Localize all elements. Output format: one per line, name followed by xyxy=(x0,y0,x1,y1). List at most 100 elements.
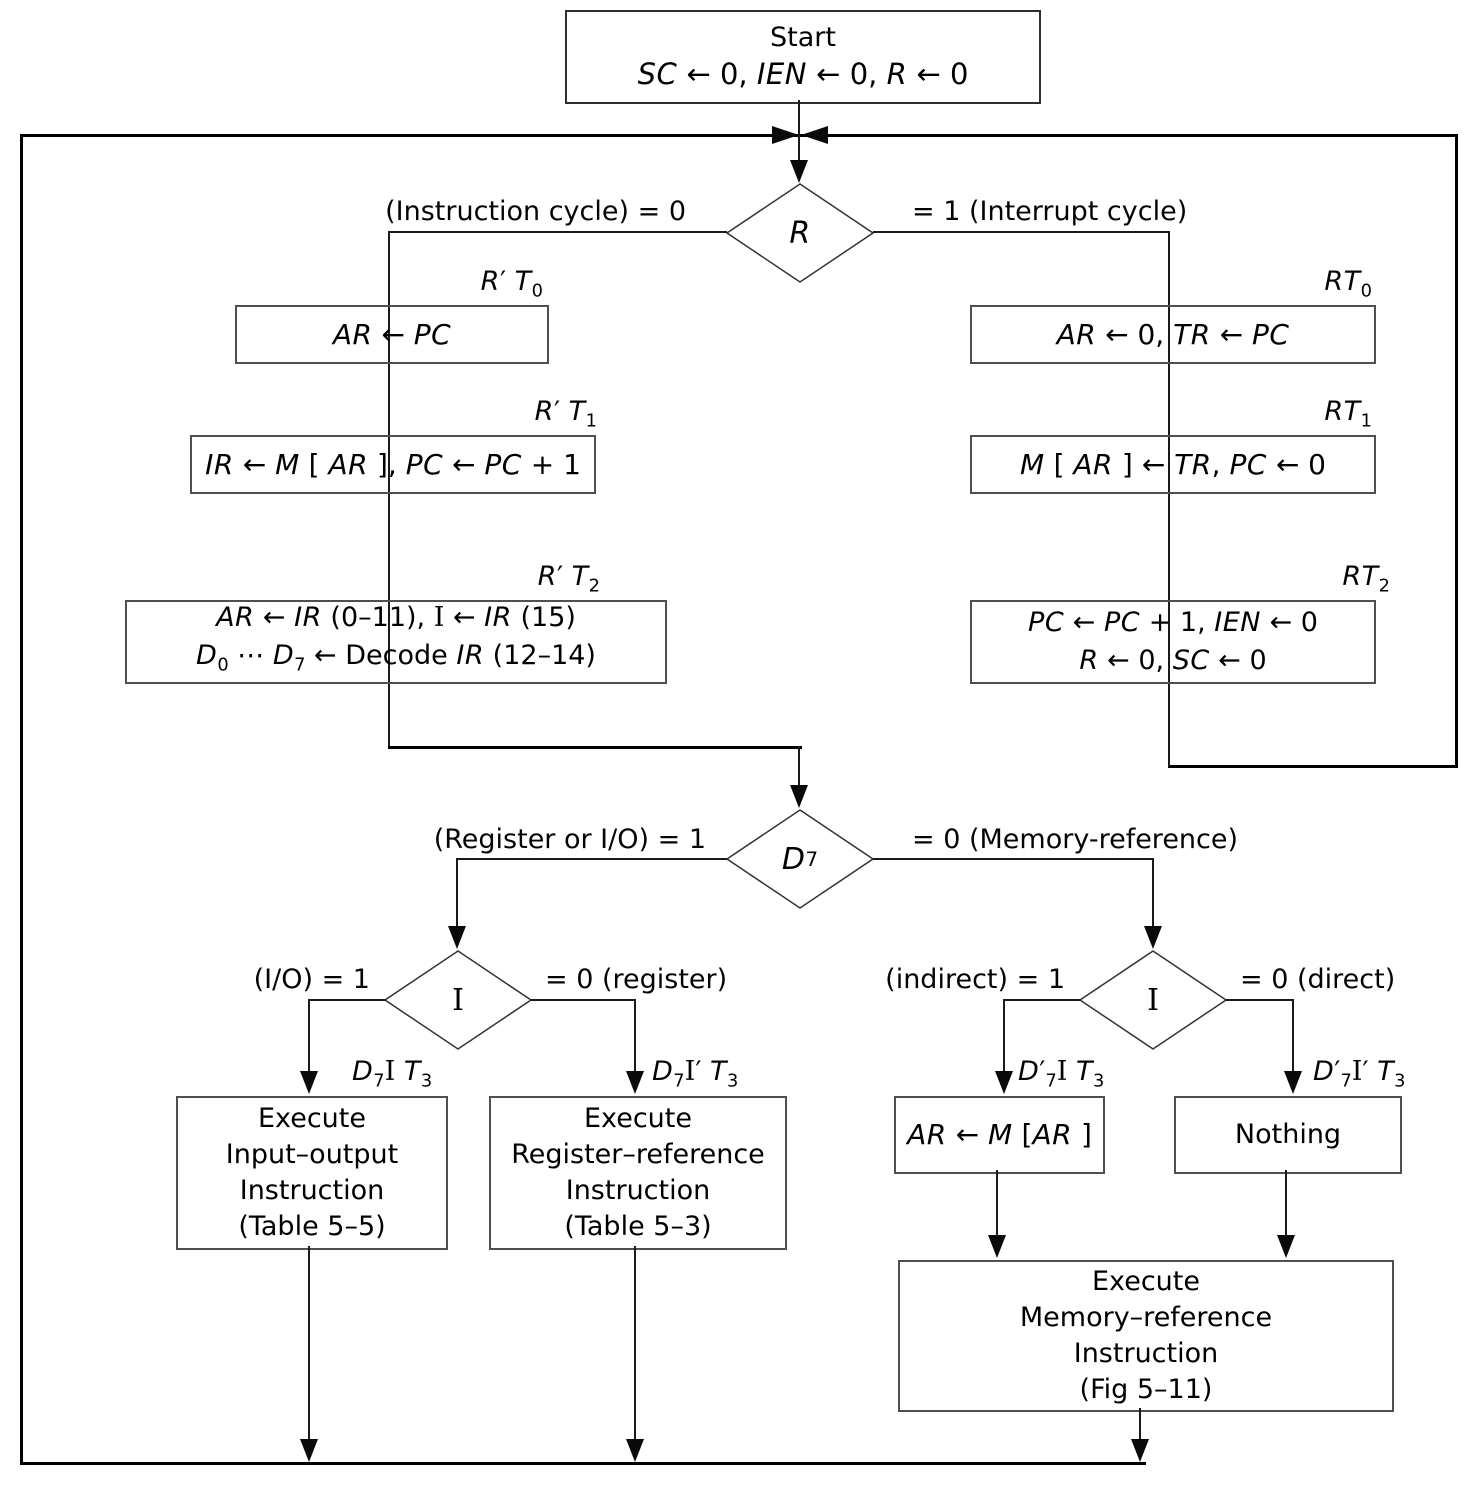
execio-return-line xyxy=(308,1246,310,1440)
d7-right-branch-drop xyxy=(1152,858,1154,927)
start-assignments: SC ← 0, IEN ← 0, R ← 0 xyxy=(637,57,969,91)
decode-box: AR ← IR (0–11), I ← IR (15) D0 ⋯ D7 ← De… xyxy=(125,600,667,684)
indirect-fetch-box: AR ← M [AR ] xyxy=(894,1096,1105,1174)
interrupt-store-text: M [ AR ] ← TR, PC ← 0 xyxy=(1020,447,1326,481)
tag-rprime-t1: R′ T1 xyxy=(534,396,597,432)
r-yes-label: = 1 (Interrupt cycle) xyxy=(912,196,1188,227)
execute-memory-line3: Instruction xyxy=(1073,1338,1219,1369)
d7-entry-line xyxy=(798,746,800,787)
iright-entry-arrow xyxy=(1144,926,1162,949)
iright-decision-diamond: I xyxy=(1079,950,1227,1050)
r-no-label: (Instruction cycle) = 0 xyxy=(385,196,686,227)
iright-right-line xyxy=(1226,999,1294,1001)
tag-rt2: RT2 xyxy=(1342,561,1390,597)
execute-io-box: Execute Input–output Instruction (Table … xyxy=(176,1096,448,1250)
start-title: Start xyxy=(770,22,836,53)
interrupt-reset-line1: PC ← PC + 1, IEN ← 0 xyxy=(1028,607,1318,638)
loop-left-line xyxy=(20,134,23,1465)
execreg-return-line xyxy=(634,1246,636,1440)
tag-rt1: RT1 xyxy=(1324,396,1372,432)
execute-memory-line1: Execute xyxy=(1092,1266,1200,1297)
ileft-decision-diamond: I xyxy=(384,950,532,1050)
execio-entry-arrow xyxy=(300,1071,318,1094)
iright-yes-label: (indirect) = 1 xyxy=(885,964,1065,995)
d7-diamond-shape xyxy=(726,809,874,909)
execute-register-line3: Instruction xyxy=(565,1175,711,1206)
memexec-entry-arrow-right xyxy=(1277,1235,1295,1258)
execute-memory-box: Execute Memory–reference Instruction (Fi… xyxy=(898,1260,1394,1412)
d7-right-branch-line xyxy=(873,858,1154,860)
ileft-decision-symbol: I xyxy=(452,982,464,1018)
ileft-yes-label: (I/O) = 1 xyxy=(253,964,370,995)
loop-bottom-line xyxy=(20,1462,1146,1465)
execute-register-line2: Register–reference xyxy=(511,1139,765,1170)
interrupt-return-line xyxy=(1168,765,1458,768)
iright-diamond-shape xyxy=(1079,950,1227,1050)
execute-io-line4: (Table 5–5) xyxy=(238,1211,386,1242)
armar-entry-arrow xyxy=(995,1071,1013,1094)
iright-no-label: = 0 (direct) xyxy=(1240,964,1396,995)
loop-merge-arrow-right xyxy=(801,126,828,144)
loop-top-line xyxy=(20,134,1458,137)
ileft-left-drop xyxy=(308,999,310,1073)
memexec-entry-arrow-left xyxy=(988,1235,1006,1258)
ileft-diamond-shape xyxy=(384,950,532,1050)
execreg-return-arrow xyxy=(626,1439,644,1462)
tag-rprime-t0: R′ T0 xyxy=(480,266,543,302)
ileft-entry-arrow xyxy=(448,926,466,949)
execute-io-line3: Instruction xyxy=(239,1175,385,1206)
ileft-right-line xyxy=(531,999,636,1001)
armar-to-memexec-line xyxy=(996,1170,998,1236)
tag-d7prime-i-t3: D′7I T3 xyxy=(1018,1056,1105,1092)
fetch-ir-text: IR ← M [ AR ], PC ← PC + 1 xyxy=(205,447,581,481)
nothing-text: Nothing xyxy=(1234,1119,1342,1150)
r-right-branch-line xyxy=(873,231,1170,233)
d7-left-branch-line xyxy=(457,858,727,860)
loop-right-line xyxy=(1455,134,1458,768)
nothing-box: Nothing xyxy=(1174,1096,1402,1174)
iright-decision-symbol: I xyxy=(1147,982,1159,1018)
execute-io-line1: Execute xyxy=(258,1103,366,1134)
fetch-ar-pc-text: AR ← PC xyxy=(332,317,452,351)
execmem-return-arrow xyxy=(1131,1439,1149,1462)
r-left-branch-line xyxy=(389,231,727,233)
interrupt-reset-box: PC ← PC + 1, IEN ← 0 R ← 0, SC ← 0 xyxy=(970,600,1376,684)
iright-left-line xyxy=(1004,999,1080,1001)
start-box: Start SC ← 0, IEN ← 0, R ← 0 xyxy=(565,10,1041,104)
interrupt-store-box: M [ AR ] ← TR, PC ← 0 xyxy=(970,435,1376,494)
decode-line1: AR ← IR (0–11), I ← IR (15) xyxy=(216,602,576,634)
execute-register-box: Execute Register–reference Instruction (… xyxy=(489,1096,787,1250)
d7-entry-arrow xyxy=(790,785,808,808)
interrupt-spine-line xyxy=(1168,231,1170,767)
execute-memory-line4: (Fig 5–11) xyxy=(1079,1374,1213,1405)
r-decision-diamond: R xyxy=(726,183,874,283)
instruction-spine-line xyxy=(388,231,390,749)
r-diamond-shape xyxy=(726,183,874,283)
fetch-ar-pc-box: AR ← PC xyxy=(235,305,549,364)
execute-io-line2: Input–output xyxy=(225,1139,399,1170)
loop-merge-arrow-left xyxy=(772,126,799,144)
tag-rt0: RT0 xyxy=(1324,266,1372,302)
nothing-entry-arrow xyxy=(1284,1071,1302,1094)
execreg-entry-arrow xyxy=(626,1071,644,1094)
iright-left-drop xyxy=(1003,999,1005,1073)
r-decision-symbol: R xyxy=(789,215,811,251)
ileft-left-line xyxy=(309,999,385,1001)
execute-register-line1: Execute xyxy=(584,1103,692,1134)
interrupt-save-box: AR ← 0, TR ← PC xyxy=(970,305,1376,364)
d7-right-label: = 0 (Memory-reference) xyxy=(912,824,1239,855)
ileft-right-drop xyxy=(634,999,636,1073)
tag-d7prime-iprime-t3: D′7I′ T3 xyxy=(1313,1056,1406,1092)
nothing-to-memexec-line xyxy=(1285,1170,1287,1236)
execute-memory-line2: Memory–reference xyxy=(1019,1302,1273,1333)
execute-register-line4: (Table 5–3) xyxy=(564,1211,712,1242)
d7-left-label: (Register or I/O) = 1 xyxy=(433,824,706,855)
decode-line2: D0 ⋯ D7 ← Decode IR (12–14) xyxy=(196,640,596,676)
d7-left-branch-drop xyxy=(456,858,458,927)
ileft-no-label: = 0 (register) xyxy=(545,964,728,995)
execio-return-arrow xyxy=(300,1439,318,1462)
tag-d7-i-t3: D7I T3 xyxy=(352,1056,433,1092)
interrupt-reset-line2: R ← 0, SC ← 0 xyxy=(1079,645,1267,676)
